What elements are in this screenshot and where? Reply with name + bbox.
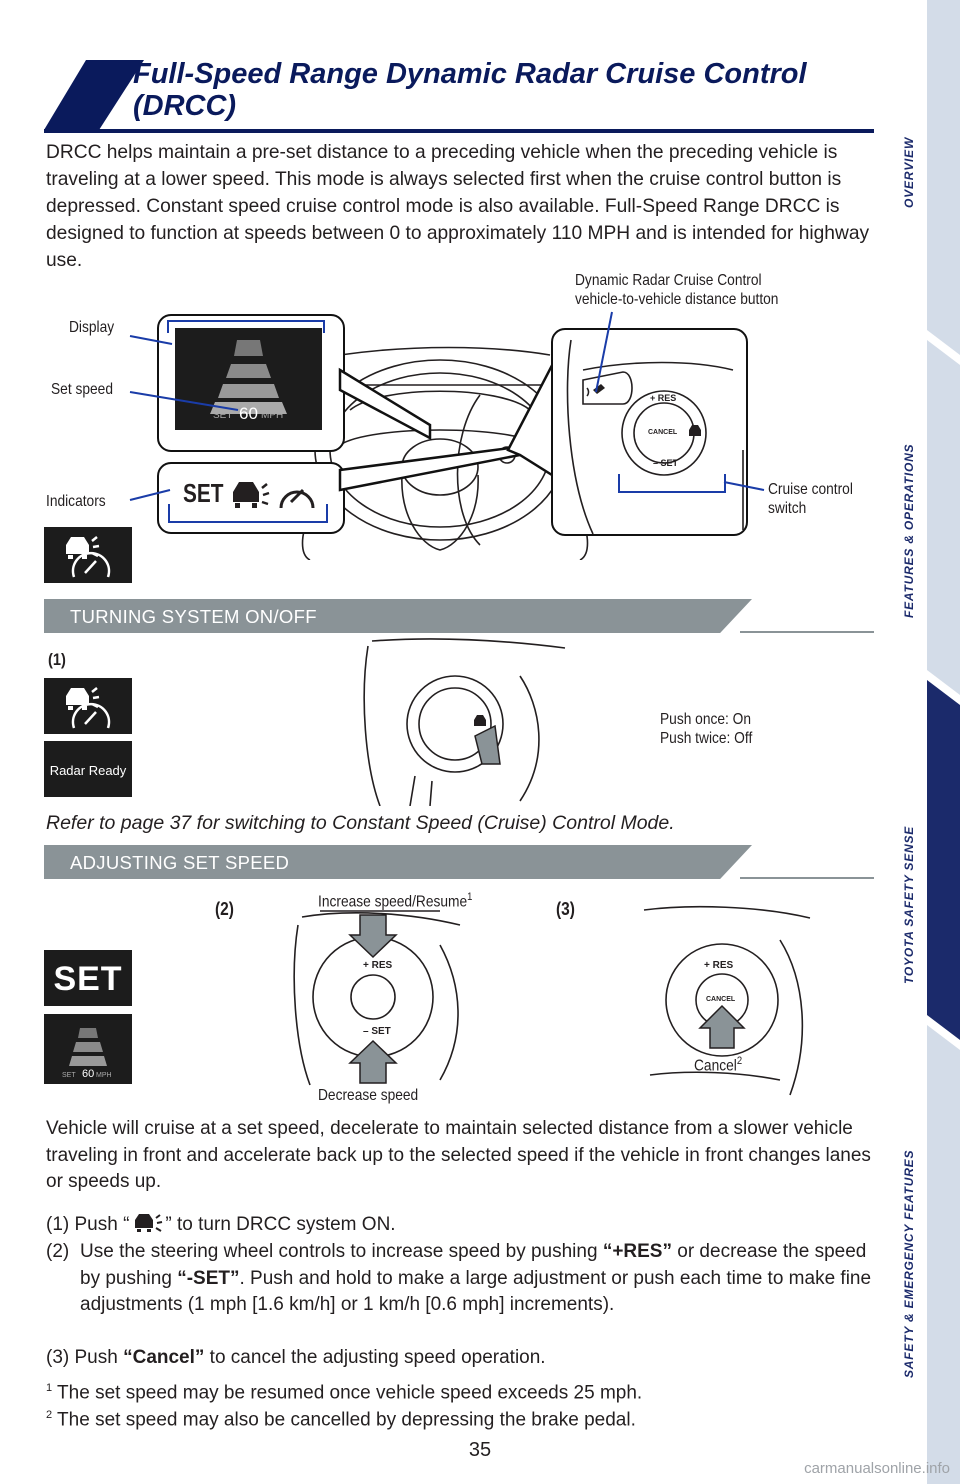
refer-note: Refer to page 37 for switching to Consta…: [46, 812, 675, 834]
switch-res-label: + RES: [650, 393, 677, 403]
radar-distance-graphic: [69, 1028, 107, 1066]
increase-arrow-icon: [348, 914, 398, 959]
switch-on-off-illustration: [363, 638, 566, 806]
drcc-icon-tile: [44, 527, 132, 583]
indicators-callout-box: SET: [157, 462, 345, 534]
switch-callout-box: + RES – SET CANCEL: [551, 328, 748, 536]
label-cruise-switch: Cruise control switch: [768, 481, 853, 517]
section-banner-turning: TURNING SYSTEM ON/OFF: [44, 599, 752, 633]
tile-speed: 60: [82, 1068, 95, 1080]
switch3-cancel-label: CANCEL: [706, 996, 736, 1003]
press-arrow-icon: [474, 724, 501, 765]
cluster-display: SET 60 MPH: [175, 328, 322, 430]
speedometer-icon: [279, 488, 315, 509]
set-tile-text: SET: [53, 960, 123, 998]
cluster-set-label: SET: [213, 410, 233, 421]
drcc-inline-icon: [135, 1214, 163, 1232]
title-accent-shape: [44, 60, 144, 130]
step-1-label: (1): [48, 650, 66, 669]
section-rule: [740, 631, 874, 633]
radar-distance-graphic: [210, 340, 287, 414]
cruise-paragraph: Vehicle will cruise at a set speed, dece…: [46, 1118, 871, 1192]
label-distance-button: Dynamic Radar Cruise Control vehicle-to-…: [575, 272, 779, 308]
sidebar-tab-safety[interactable]: SAFETY & EMERGENCY FEATURES: [902, 1149, 916, 1378]
drcc-icon-tile-2: [44, 678, 132, 734]
sidebar-tab-tss[interactable]: TOYOTA SAFETY SENSE: [902, 825, 916, 984]
drcc-button-icon: [474, 715, 486, 726]
sidebar-tab-features[interactable]: FEATURES & OPERATIONS: [902, 443, 916, 618]
watermark: carmanualsonline.info: [804, 1460, 950, 1477]
step-2-text: (2) Use the steering wheel controls to i…: [46, 1241, 872, 1315]
radar-ready-text: Radar Ready: [49, 763, 127, 778]
cancel-arrow-icon: [698, 1004, 746, 1049]
tile-unit: MPH: [96, 1072, 112, 1079]
push-instructions: Push once: On Push twice: Off: [660, 711, 753, 747]
drcc-icon: [66, 687, 111, 729]
intro-paragraph: DRCC helps maintain a pre-set distance t…: [46, 142, 870, 271]
drcc-button-icon: [689, 425, 701, 436]
adjust-switch-illustration-2: [293, 910, 461, 1086]
switch-set-label: – SET: [653, 458, 679, 468]
set-tile: SET: [44, 950, 132, 1006]
chapter-sidebar: [927, 0, 960, 1484]
step-3-label: (3): [556, 899, 575, 919]
indicators-bracket: [168, 504, 328, 523]
label-leaders: [129, 311, 765, 501]
label-display: Display: [69, 319, 115, 336]
set-speed-tile: SET 60 MPH: [44, 1014, 132, 1084]
switch-cancel-label: CANCEL: [648, 429, 678, 436]
sidebar-tab-overview[interactable]: OVERVIEW: [902, 136, 916, 208]
drcc-icon: [66, 536, 111, 578]
switch2-set-label: – SET: [363, 1026, 391, 1037]
step-2-label: (2): [215, 899, 234, 919]
indicator-icons: [233, 482, 315, 509]
label-decrease: Decrease speed: [318, 1087, 419, 1104]
radar-ready-tile: Radar Ready: [44, 741, 132, 797]
indicator-set-text: SET: [183, 478, 224, 508]
footnote-2: 2 The set speed may also be cancelled by…: [46, 1409, 636, 1431]
step-1-text: (1) Push “” to turn DRCC system ON.: [46, 1214, 396, 1235]
tile-set-label: SET: [62, 1072, 76, 1079]
label-indicators: Indicators: [46, 493, 106, 510]
display-bracket: [167, 320, 325, 333]
label-set-speed: Set speed: [51, 381, 113, 398]
decrease-arrow-icon: [348, 1039, 398, 1084]
page-title: Full-Speed Range Dynamic Radar Cruise Co…: [133, 58, 807, 122]
section-banner-adjusting: ADJUSTING SET SPEED: [44, 845, 752, 879]
title-rule: [44, 129, 874, 133]
distance-car-icon: [233, 482, 270, 508]
page-number: 35: [468, 1439, 492, 1461]
cluster-speed: 60: [239, 404, 258, 423]
cluster-unit: MPH: [261, 410, 284, 421]
section-rule: [740, 877, 874, 879]
step-3-text: (3) Push “Cancel” to cancel the adjustin…: [46, 1347, 546, 1368]
footnote-1: 1 The set speed may be resumed once vehi…: [46, 1382, 643, 1404]
adjust-switch-illustration-3: [643, 905, 811, 1096]
switch2-res-label: + RES: [363, 960, 393, 971]
label-increase: Increase speed/Resume1: [318, 891, 473, 911]
label-cancel: Cancel2: [694, 1055, 743, 1075]
switch3-res-label: + RES: [704, 960, 734, 971]
